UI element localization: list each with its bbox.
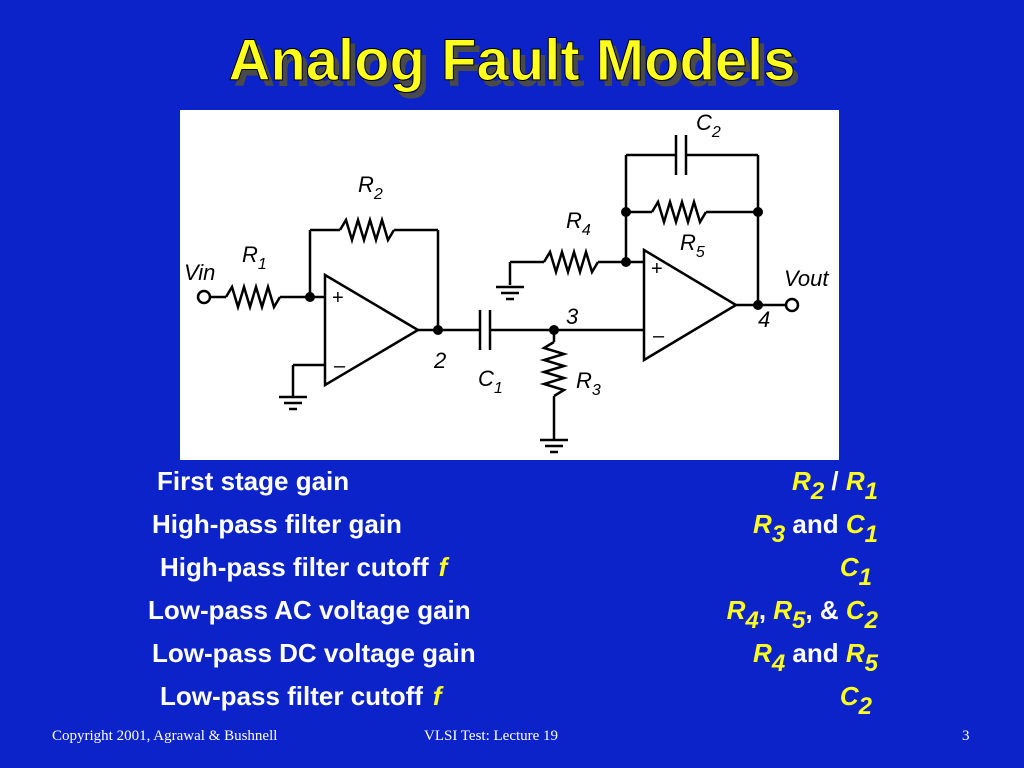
opamp1-plus: + [332, 287, 344, 309]
c2-label: C2 [696, 110, 721, 141]
row-label: First stage gain [157, 466, 350, 496]
slide-title-shadow: Analog Fault Models [233, 34, 801, 99]
row-value: R2 / R1 [792, 466, 878, 505]
node4-label: 4 [758, 307, 770, 332]
row-first-stage-gain: First stage gain R2 / R1 [155, 461, 880, 505]
wires [196, 135, 800, 454]
circuit-svg: + – + – Vin Vout R1 R2 R3 R4 R5 C1 C2 2 … [184, 110, 829, 454]
title-area: Analog Fault Models Analog Fault Models [0, 26, 1024, 106]
r3-label: R3 [576, 368, 601, 399]
row-value: C1 [839, 552, 872, 591]
row-high-pass-filter-gain: High-pass filter gain R3 and C1 [152, 504, 880, 548]
r2-label: R2 [358, 172, 383, 203]
opamp2-minus: – [653, 325, 665, 347]
row-low-pass-dc-voltage-gain: Low-pass DC voltage gain R4 and R5 [152, 633, 880, 677]
circuit-diagram: + – + – Vin Vout R1 R2 R3 R4 R5 C1 C2 2 … [180, 110, 839, 460]
row-value: C2 [839, 681, 872, 720]
slide-title: Analog Fault Models [228, 28, 796, 94]
opamp2-plus: + [651, 258, 663, 280]
f-symbol: f [432, 681, 442, 711]
c1-label: C1 [478, 366, 503, 397]
row-low-pass-ac-voltage-gain: Low-pass AC voltage gain R4, R5, & C2 [148, 590, 880, 634]
row-value: R3 and C1 [753, 509, 878, 548]
component-labels: Vin Vout R1 R2 R3 R4 R5 C1 C2 2 3 4 [184, 110, 829, 399]
r1-label: R1 [242, 242, 267, 273]
footer-course: VLSI Test: Lecture 19 [424, 728, 559, 744]
junction-dots [305, 207, 763, 335]
opamp1-minus: – [334, 355, 346, 377]
r4-label: R4 [566, 208, 591, 239]
row-value: R4, R5, & C2 [726, 595, 878, 634]
f-symbol: f [438, 552, 448, 582]
r5-label: R5 [680, 230, 705, 261]
node3-label: 3 [566, 304, 579, 329]
vin-label: Vin [184, 260, 215, 285]
footer-copyright: Copyright 2001, Agrawal & Bushnell [52, 728, 278, 744]
row-label: Low-pass DC voltage gain [152, 638, 476, 668]
row-value: R4 and R5 [753, 638, 878, 677]
node2-label: 2 [433, 348, 446, 373]
opamp-signs: + – + – [332, 258, 665, 377]
row-label: High-pass filter gain [152, 509, 402, 539]
footer-page-number: 3 [962, 728, 970, 744]
vout-label: Vout [784, 266, 829, 291]
row-label: Low-pass AC voltage gain [148, 595, 471, 625]
